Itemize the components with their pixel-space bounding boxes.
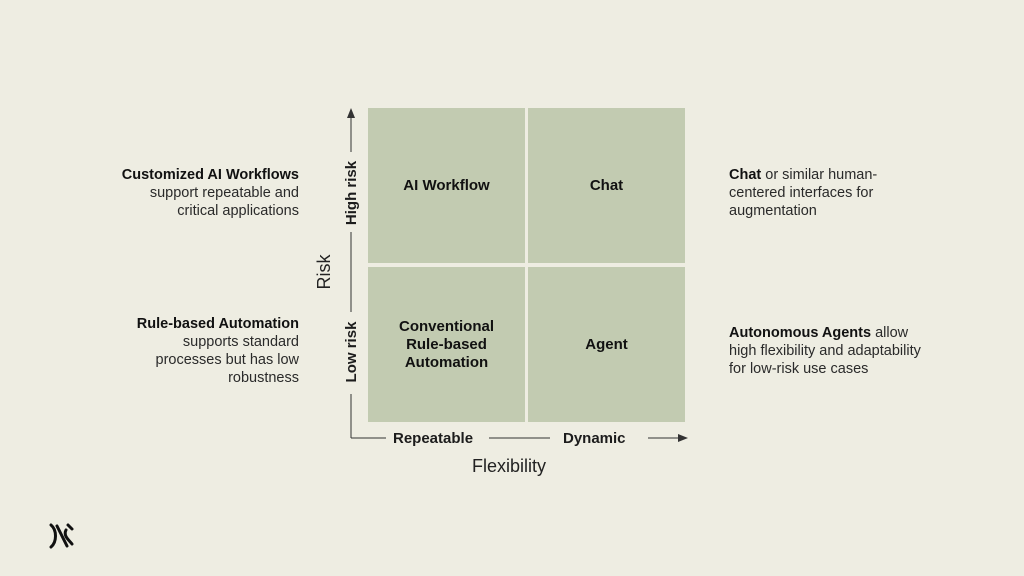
right-top-line-1: centered interfaces for	[729, 185, 874, 201]
y-axis-high-label: High risk	[343, 160, 360, 226]
quadrant-ai-workflow-label: AI Workflow	[403, 176, 490, 194]
y-axis-arrowhead	[347, 108, 355, 118]
right-top-title-rest: or similar human-	[761, 167, 878, 183]
right-bottom-title-rest: allow	[871, 325, 909, 341]
right-bottom-line-1: high flexibility and adaptability	[729, 343, 921, 359]
left-top-line-1: support repeatable and	[149, 185, 299, 201]
brand-logo-icon	[49, 523, 74, 549]
left-bottom-description: Rule-based Automation supports standard …	[39, 315, 299, 387]
quadrant-conventional-automation: Conventional Rule-based Automation	[368, 267, 525, 422]
x-axis-arrowhead	[678, 434, 688, 442]
y-axis-title: Risk	[314, 254, 334, 290]
right-top-line-2: augmentation	[729, 203, 817, 219]
left-top-title: Customized AI Workflows	[121, 167, 299, 183]
quadrant-chat: Chat	[528, 108, 685, 263]
quadrant-chat-label: Chat	[589, 176, 624, 194]
quadrant-conventional-line-1: Conventional	[398, 317, 494, 335]
left-top-line-2: critical applications	[177, 203, 299, 219]
quadrant-agent: Agent	[528, 267, 685, 422]
x-axis-left-label: Repeatable	[393, 430, 474, 447]
left-bottom-title: Rule-based Automation	[136, 316, 299, 332]
quadrant-conventional-line-2: Rule-based	[406, 335, 487, 353]
x-axis-right-label: Dynamic	[563, 430, 626, 447]
quadrant-ai-workflow: AI Workflow	[368, 108, 525, 263]
right-bottom-title: Autonomous Agents	[729, 325, 872, 341]
right-bottom-description: Autonomous Agents allow high flexibility…	[729, 324, 999, 378]
right-bottom-line-2: for low-risk use cases	[729, 361, 869, 377]
right-top-title: Chat	[729, 167, 762, 183]
left-bottom-line-1: supports standard	[182, 334, 299, 350]
right-top-description: Chat or similar human- centered interfac…	[729, 166, 999, 220]
left-bottom-line-3: robustness	[228, 370, 299, 386]
quadrant-conventional-line-3: Automation	[404, 353, 489, 371]
left-bottom-line-2: processes but has low	[155, 352, 299, 368]
x-axis-title: Flexibility	[472, 456, 547, 476]
left-top-description: Customized AI Workflows support repeatab…	[39, 166, 299, 220]
quadrant-agent-label: Agent	[585, 335, 628, 353]
y-axis-low-label: Low risk	[343, 321, 360, 383]
